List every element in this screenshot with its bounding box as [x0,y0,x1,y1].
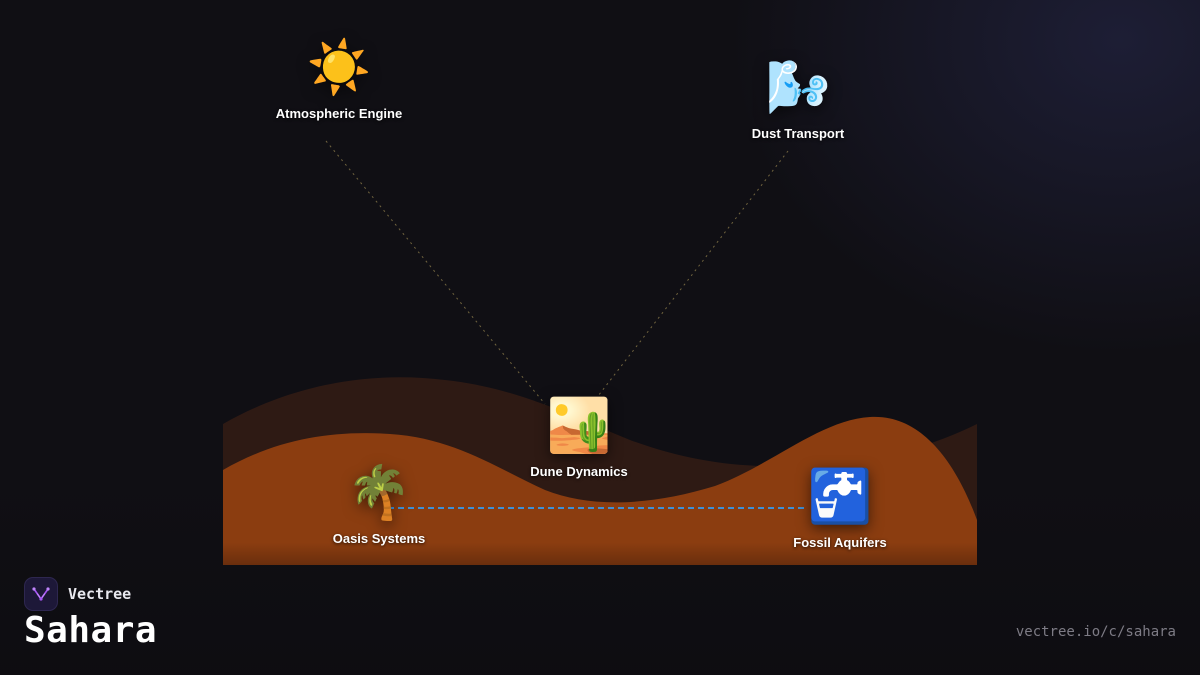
page-title: Sahara [24,610,158,651]
node-dune-dynamics[interactable]: 🏜️ Dune Dynamics [499,396,659,479]
node-label: Dune Dynamics [530,464,628,479]
sun-icon: ☀️ [306,38,372,98]
node-label: Dust Transport [751,126,845,141]
palm-tree-icon: 🌴 [346,463,412,523]
vectree-logo-icon [24,577,58,611]
desert-icon: 🏜️ [546,396,612,456]
node-label: Oasis Systems [332,531,426,546]
node-oasis-systems[interactable]: 🌴 Oasis Systems [299,463,459,546]
node-fossil-aquifers[interactable]: 🚰 Fossil Aquifers [760,467,920,550]
edge-atmospheric-to-dune [325,140,546,405]
brand[interactable]: Vectree [24,577,131,611]
node-atmospheric-engine[interactable]: ☀️ Atmospheric Engine [259,38,419,121]
dune-front-layer [223,416,977,565]
page-url[interactable]: vectree.io/c/sahara [1015,624,1176,640]
brand-name: Vectree [68,585,132,603]
faucet-icon: 🚰 [807,467,873,527]
edge-dust-to-dune [597,150,789,397]
wind-face-icon: 🌬️ [765,58,831,118]
node-label: Fossil Aquifers [793,535,887,550]
node-label: Atmospheric Engine [275,106,403,121]
node-dust-transport[interactable]: 🌬️ Dust Transport [718,58,878,141]
